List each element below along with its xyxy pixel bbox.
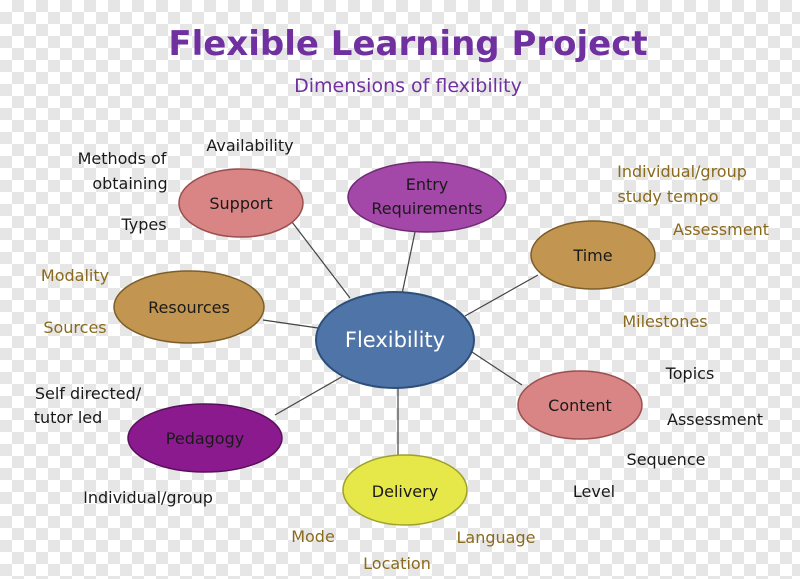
node-content: Content: [517, 370, 643, 440]
node-entry-requirements: Entry Requirements: [347, 161, 507, 233]
annotation-assessment-content: Assessment: [667, 410, 763, 429]
connector-entry: [401, 231, 416, 295]
node-pedagogy-label: Pedagogy: [166, 429, 244, 448]
node-delivery-shape: [342, 454, 468, 526]
node-resources-label: Resources: [148, 298, 230, 317]
node-time: Time: [530, 220, 656, 290]
node-content-shape: [517, 370, 643, 440]
center-node-shape: [315, 291, 475, 389]
node-content-label: Content: [548, 396, 612, 415]
annotation-level: Level: [573, 482, 615, 501]
annotation-types: Types: [120, 215, 166, 234]
annotation-language: Language: [457, 528, 536, 547]
node-pedagogy-shape: [127, 403, 283, 473]
annotation-individual-group-pedagogy: Individual/group: [83, 488, 213, 507]
node-resources: Resources: [113, 270, 265, 344]
annotation-sources: Sources: [43, 318, 106, 337]
center-node-flexibility: Flexibility: [315, 291, 475, 389]
diagram-subtitle: Dimensions of flexibility: [294, 75, 522, 97]
connector-support: [291, 221, 351, 299]
annotation-methods-line1: Methods of: [78, 149, 167, 168]
annotation-individual-group-time: Individual/group: [617, 162, 747, 181]
diagram-title: Flexible Learning Project: [168, 24, 647, 64]
annotation-sequence: Sequence: [627, 450, 706, 469]
node-support-label: Support: [209, 194, 272, 213]
annotation-milestones: Milestones: [622, 312, 707, 331]
annotation-assessment-time: Assessment: [673, 220, 769, 239]
annotation-methods-line2: obtaining: [92, 174, 167, 193]
annotation-study-tempo: study tempo: [617, 187, 718, 206]
node-resources-shape: [113, 270, 265, 344]
node-time-shape: [530, 220, 656, 290]
node-time-label: Time: [572, 246, 612, 265]
node-delivery: Delivery: [342, 454, 468, 526]
center-node-label: Flexibility: [345, 328, 445, 352]
annotation-modality: Modality: [41, 266, 109, 285]
node-support-shape: [178, 168, 304, 238]
connector-content: [471, 351, 523, 386]
annotation-tutor-led: tutor led: [34, 408, 103, 427]
annotation-topics: Topics: [665, 364, 715, 383]
node-entry-shape: [347, 161, 507, 233]
connectors: [262, 221, 539, 455]
annotations: Availability Methods of obtaining Types …: [34, 136, 769, 573]
annotation-self-directed: Self directed/: [35, 384, 142, 403]
annotation-location: Location: [363, 554, 431, 573]
node-pedagogy: Pedagogy: [127, 403, 283, 473]
node-entry-label-line1: Entry: [406, 175, 449, 194]
annotation-mode: Mode: [291, 527, 335, 546]
node-delivery-label: Delivery: [372, 482, 438, 501]
connector-pedagogy: [274, 374, 346, 416]
connector-time: [464, 274, 539, 317]
connector-resources: [262, 319, 319, 329]
annotation-availability: Availability: [206, 136, 293, 155]
node-support: Support: [178, 168, 304, 238]
node-entry-label-line2: Requirements: [371, 199, 482, 218]
